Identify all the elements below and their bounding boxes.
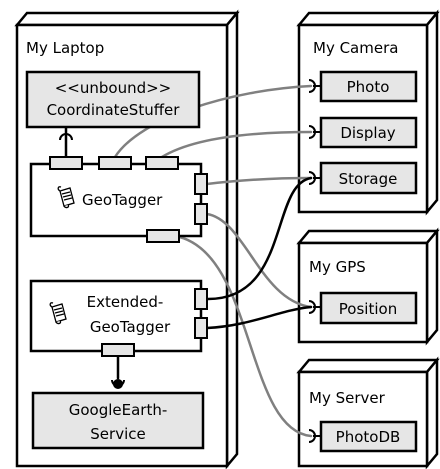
interface-box [319, 420, 418, 453]
interface-storage[interactable]: Storage [308, 161, 418, 195]
required-interface-socket-icon [59, 133, 73, 141]
port[interactable] [146, 229, 180, 243]
interface-label: PhotoDB [336, 428, 401, 446]
node-my-gps[interactable]: My GPS [296, 227, 440, 346]
port[interactable] [98, 156, 132, 170]
component-geotagger[interactable]: GeoTagger [29, 156, 208, 243]
interface-photo[interactable]: Photo [308, 70, 418, 103]
component-extended-geotagger[interactable]: Extended- GeoTagger [29, 279, 208, 357]
node-side-face [425, 9, 439, 216]
component-name-line2: Service [90, 425, 145, 443]
port[interactable] [49, 156, 83, 170]
interface-box [319, 116, 418, 149]
interface-box [319, 291, 418, 325]
component-box [25, 70, 201, 129]
node-title-my-laptop: My Laptop [26, 39, 104, 57]
port[interactable] [101, 343, 135, 357]
component-coordinate-stuffer[interactable]: <<unbound>> CoordinateStuffer [25, 70, 201, 129]
interface-label: Photo [347, 78, 390, 96]
component-name: GeoTagger [82, 191, 163, 209]
connector-geotagger-photodb [173, 234, 313, 438]
node-top-face [296, 11, 440, 27]
scroll-icon [49, 302, 67, 325]
connector-geotagger-storage [205, 176, 313, 186]
node-side-face [225, 9, 239, 469]
node-side-face [425, 227, 439, 346]
component-name-line1: Extended- [87, 293, 164, 311]
connector-extended-storage [205, 176, 313, 301]
port[interactable] [194, 203, 208, 225]
interface-label: Position [339, 300, 397, 318]
node-side-face [425, 356, 439, 469]
port[interactable] [145, 156, 179, 170]
node-top-face [296, 229, 440, 245]
interface-symbols [59, 133, 125, 389]
connector-geotagger-position [205, 212, 313, 309]
interface-photodb[interactable]: PhotoDB [308, 420, 418, 453]
node-title-my-gps: My GPS [309, 258, 366, 276]
component-box [31, 391, 205, 450]
component-stereotype: <<unbound>> [55, 79, 172, 97]
connector-geotagger-display [160, 130, 313, 159]
component-googleearth-service[interactable]: GoogleEarth- Service [31, 391, 205, 450]
interface-box [319, 161, 418, 195]
component-name-line1: GoogleEarth- [69, 401, 168, 419]
component-box [29, 162, 203, 238]
node-top-face [296, 358, 440, 374]
interface-position[interactable]: Position [308, 291, 418, 325]
port[interactable] [194, 173, 208, 195]
interface-label: Storage [339, 170, 398, 188]
required-interface-socket-icon [111, 379, 125, 387]
interface-label: Display [340, 124, 395, 142]
node-top-face [14, 11, 240, 27]
node-title-my-server: My Server [309, 389, 386, 407]
node-title-my-camera: My Camera [313, 39, 398, 57]
interface-box [319, 70, 418, 103]
port[interactable] [194, 317, 208, 339]
port[interactable] [194, 288, 208, 310]
connector-extended-position [205, 305, 313, 330]
component-name: CoordinateStuffer [47, 101, 181, 119]
component-name-line2: GeoTagger [90, 318, 171, 336]
interface-display[interactable]: Display [308, 116, 418, 149]
scroll-icon [57, 186, 75, 209]
